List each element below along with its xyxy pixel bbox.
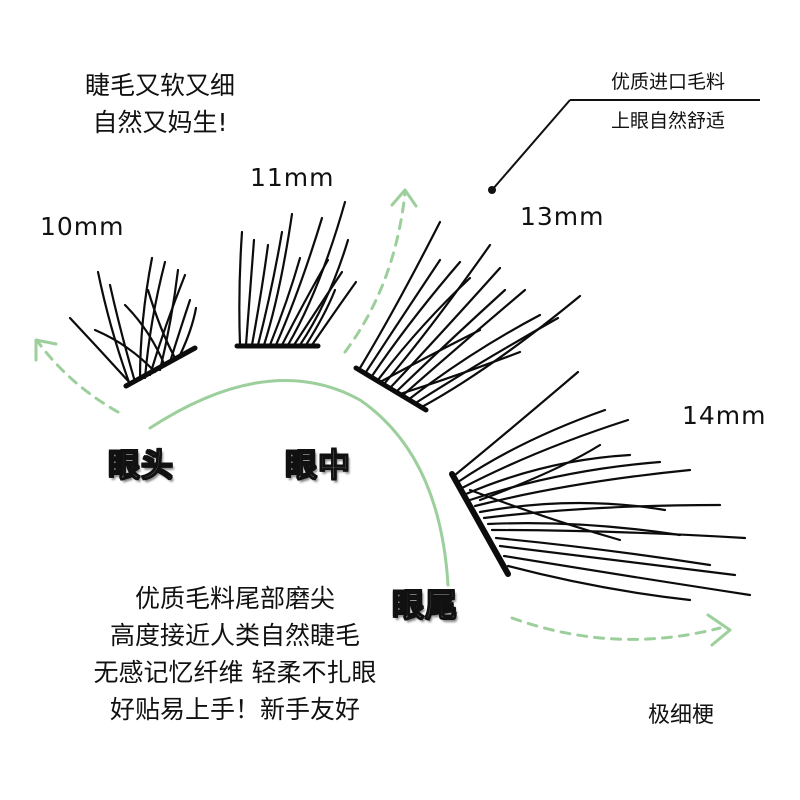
feature-line-2: 高度接近人类自然睫毛: [109, 621, 360, 650]
feature-line-3: 无感记忆纤维 轻柔不扎眼: [93, 658, 377, 687]
left-dashed-arrow: [36, 340, 120, 414]
lash-cluster-11mm: [234, 200, 358, 349]
headline-line-2: 自然又妈生!: [92, 108, 228, 137]
feature-list: 优质毛料尾部磨尖 高度接近人类自然睫毛 无感记忆纤维 轻柔不扎眼 好贴易上手！新…: [70, 580, 400, 728]
lash-cluster-14mm: [449, 370, 752, 602]
badge-line-1: 优质进口毛料: [610, 71, 725, 93]
bottom-dashed-arrow: [510, 616, 722, 641]
length-label-14mm: 14mm: [682, 401, 767, 430]
badge-line-2: 上眼自然舒适: [610, 110, 725, 132]
headline: 睫毛又软又细 自然又妈生!: [70, 67, 250, 141]
feature-line-1: 优质毛料尾部磨尖: [134, 584, 335, 613]
left-arrowhead: [34, 338, 58, 362]
lash-cluster-13mm: [353, 220, 582, 413]
length-label-13mm: 13mm: [520, 202, 605, 231]
length-label-10mm: 10mm: [40, 212, 125, 241]
lash-cluster-10mm: [68, 256, 198, 389]
zone-label-tail: 眼尾: [391, 585, 459, 624]
headline-line-1: 睫毛又软又细: [84, 71, 235, 100]
length-label-11mm: 11mm: [250, 163, 335, 192]
zone-label-middle: 眼中: [284, 445, 352, 484]
top-dashed-arrow: [343, 191, 407, 354]
badge-pointer: [488, 99, 760, 194]
solid-green-arc: [148, 379, 450, 587]
zone-label-head: 眼头: [107, 445, 175, 484]
badge-material: 优质进口毛料 上眼自然舒适: [578, 67, 758, 137]
band-note: 极细梗: [648, 703, 715, 728]
bottom-arrowhead: [706, 613, 732, 647]
top-arrowhead: [390, 188, 418, 208]
feature-line-4: 好贴易上手！新手友好: [109, 695, 360, 724]
